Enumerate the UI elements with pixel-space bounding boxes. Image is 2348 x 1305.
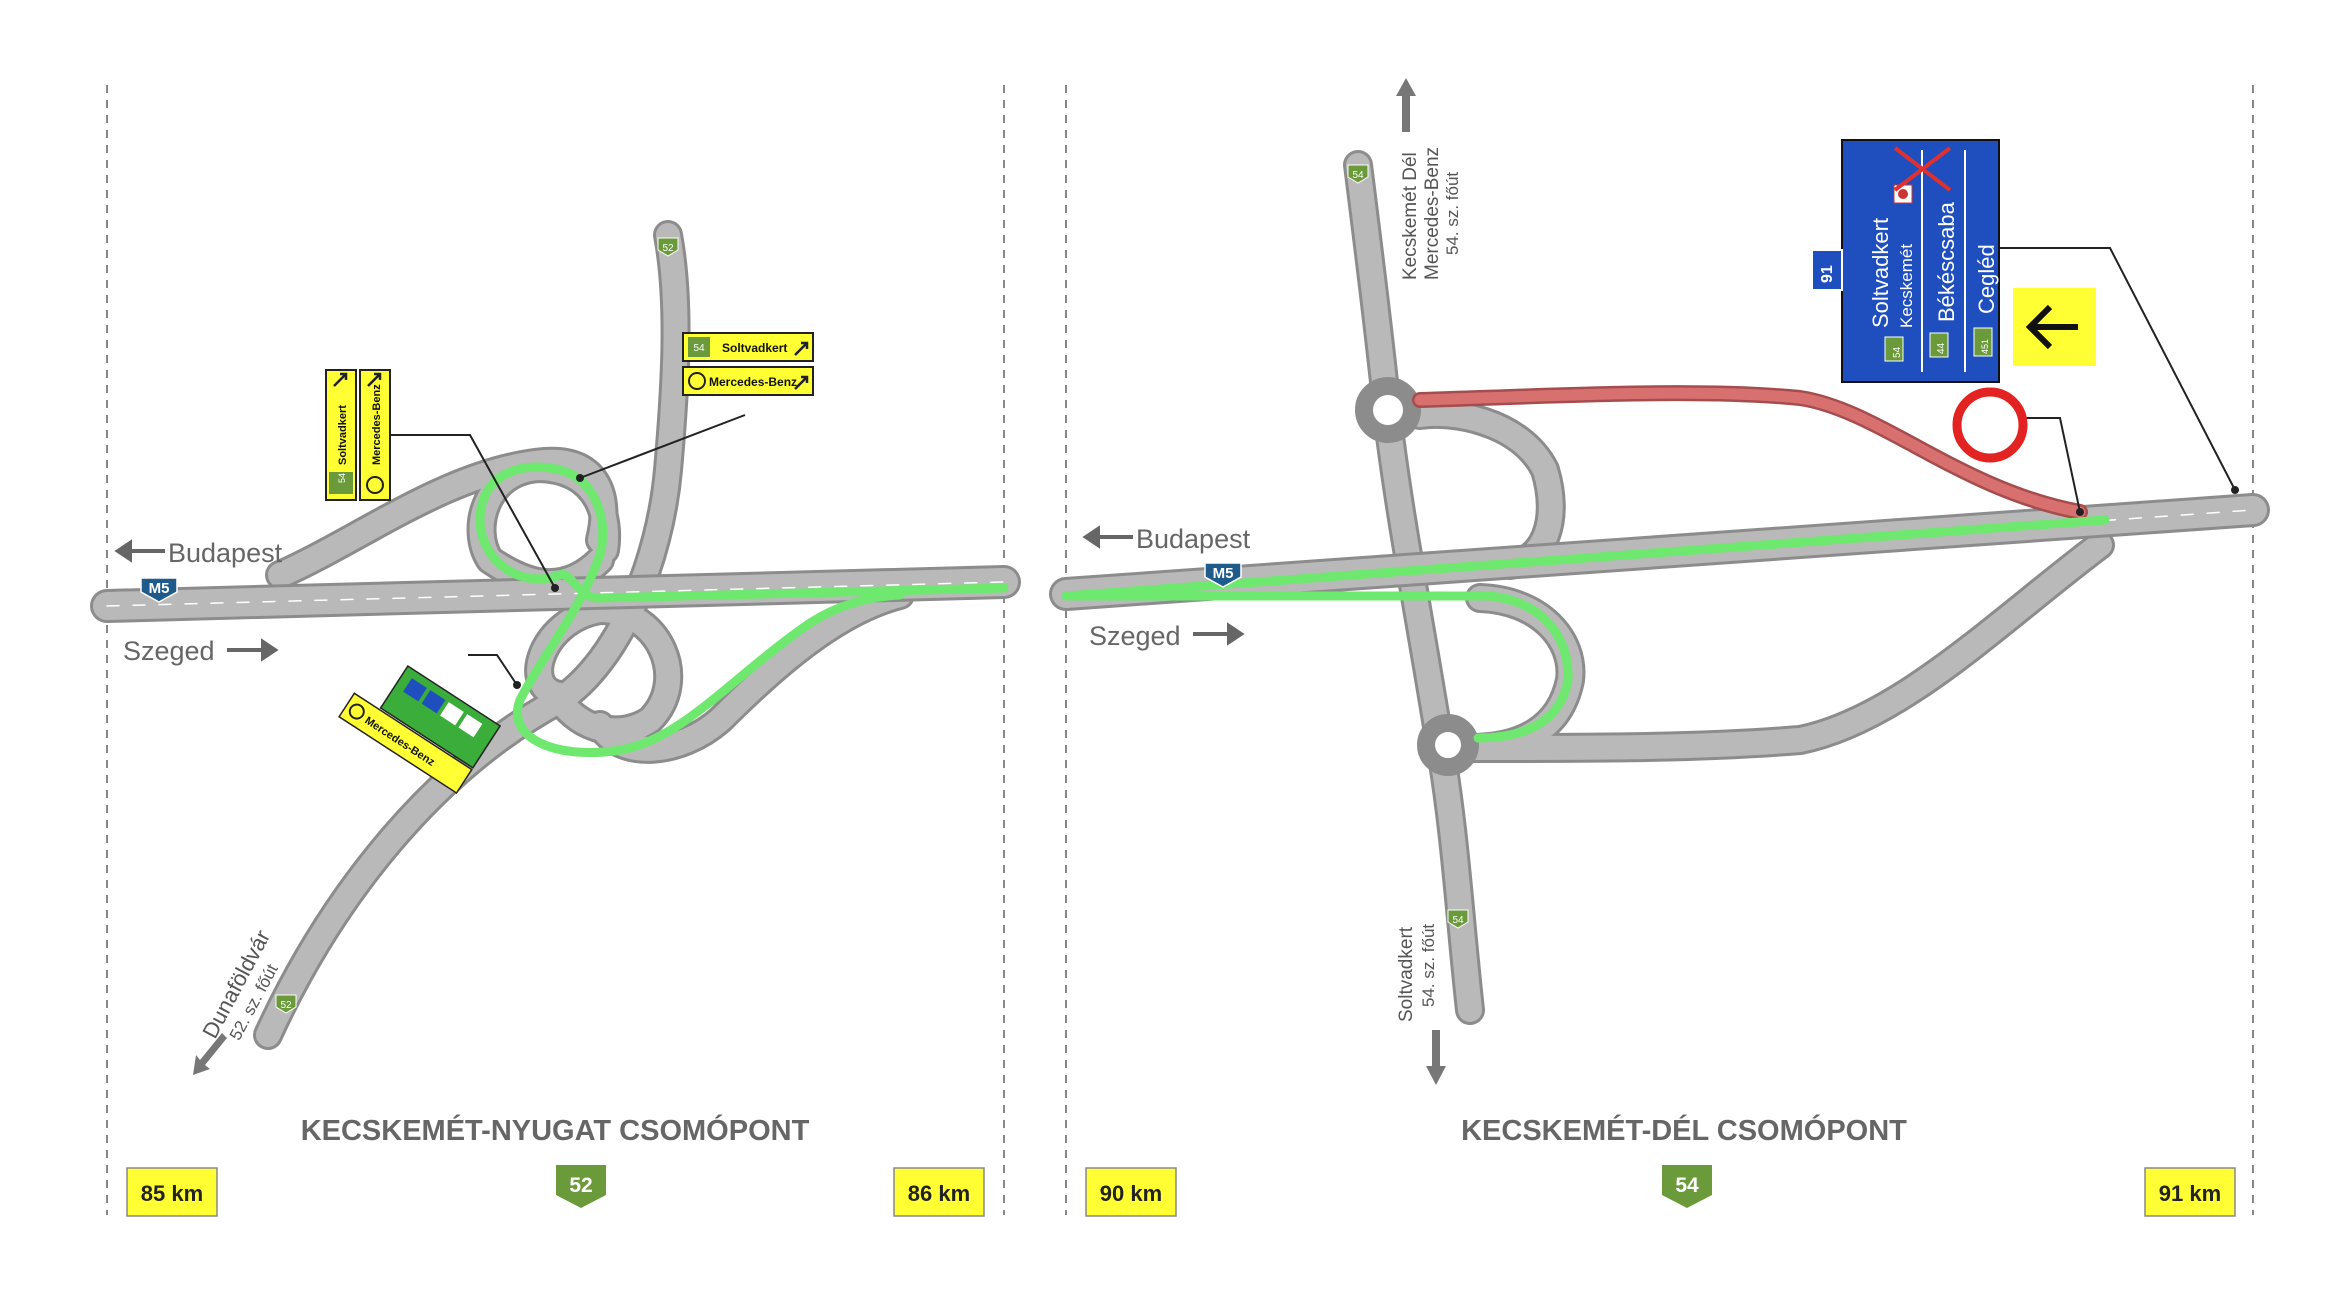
sign-blue-direction xyxy=(1811,139,2096,383)
right-north-dest: Kecskemét Dél xyxy=(1400,152,1421,280)
right-north-shield-label: 54 xyxy=(1352,170,1364,181)
arrow-up-icon xyxy=(1396,78,1416,132)
left-junction-number: 52 xyxy=(569,1174,592,1197)
left-dir-budapest: Budapest xyxy=(168,538,283,568)
km-boxes xyxy=(126,1167,2236,1217)
sign-v-dest2: Mercedes-Benz xyxy=(371,384,383,465)
left-km-start: 85 km xyxy=(141,1181,203,1206)
arrow-right-icon xyxy=(227,622,1245,662)
sign-h-shield: 54 xyxy=(693,343,705,354)
blue-sign-row3-shield: 451 xyxy=(1980,339,1990,354)
arrow-ne-icon xyxy=(333,372,348,387)
right-km-end: 91 km xyxy=(2159,1181,2221,1206)
sign-v-shield: 54 xyxy=(337,473,347,483)
sign-h-dest1: Soltvadkert xyxy=(722,341,787,355)
sign-h-dest2: Mercedes-Benz xyxy=(709,375,797,389)
right-north-sub: 54. sz. főút xyxy=(1443,172,1462,255)
left-green-route xyxy=(475,462,1009,758)
arrow-down-icon xyxy=(193,1030,1446,1085)
arrow-left-icon xyxy=(114,525,1133,563)
arrow-left-icon xyxy=(2025,304,2078,350)
right-dir-szeged: Szeged xyxy=(1089,621,1181,651)
right-green-route xyxy=(1061,515,2110,743)
blue-sign-row1-sub: Kecskemét xyxy=(1897,244,1916,328)
left-title: KECSKEMÉT-NYUGAT CSOMÓPONT xyxy=(301,1113,810,1147)
sign-rotated-combo xyxy=(338,664,502,795)
junction-shield-left-shape xyxy=(556,1165,606,1208)
blue-sign-row3-dest: Cegléd xyxy=(1974,244,1999,314)
right-km-start: 90 km xyxy=(1100,1181,1162,1206)
right-motorway-label: M5 xyxy=(1213,565,1234,582)
blue-sign-row1-shield: 54 xyxy=(1892,346,1903,358)
right-title: KECSKEMÉT-DÉL CSOMÓPONT xyxy=(1461,1113,1907,1147)
motorway-shield-left xyxy=(140,577,178,603)
no-entry-sign-icon xyxy=(1952,387,2028,463)
blue-sign-row1-dest: Soltvadkert xyxy=(1868,218,1893,328)
right-south-sub: 54. sz. főút xyxy=(1419,924,1438,1007)
left-motorway-label: M5 xyxy=(149,580,170,597)
left-top-shield-label: 52 xyxy=(662,243,674,254)
right-dir-budapest: Budapest xyxy=(1136,524,1251,554)
left-dir-szeged: Szeged xyxy=(123,636,215,666)
blue-sign-row2-dest: Békéscsaba xyxy=(1934,201,1959,322)
sign-v-dest1: Soltvadkert xyxy=(337,405,349,465)
left-bottom-shield-label: 52 xyxy=(280,1000,292,1011)
left-km-end: 86 km xyxy=(908,1181,970,1206)
leader-lines xyxy=(385,247,2236,686)
blue-sign-route: 91 xyxy=(1819,265,1836,283)
right-south-dest: Soltvadkert xyxy=(1396,926,1417,1022)
crossed-out-icon xyxy=(1893,146,1952,192)
junction-shield-right-shape xyxy=(1662,1165,1712,1208)
road-shields xyxy=(275,164,1469,1014)
sign-horizontal-yellow xyxy=(682,332,814,396)
right-north-dest2: Mercedes-Benz xyxy=(1422,147,1443,280)
right-junction-number: 54 xyxy=(1675,1174,1699,1197)
right-south-shield-label: 54 xyxy=(1452,915,1464,926)
motorway-shield-right xyxy=(1204,562,1242,588)
sign-vertical-yellow xyxy=(325,369,391,501)
blue-sign-row2-shield: 44 xyxy=(1936,342,1947,354)
